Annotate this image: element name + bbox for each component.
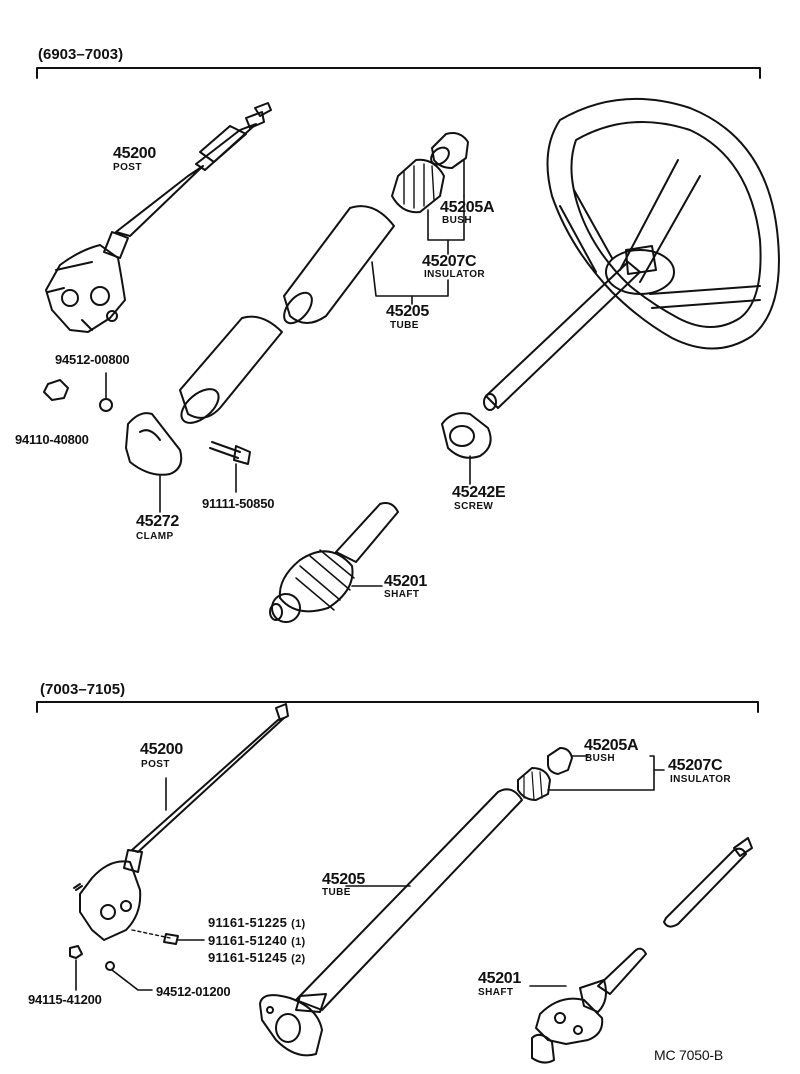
wheel-shaft bbox=[485, 261, 641, 409]
part-number-bush-2: 45205A bbox=[584, 737, 639, 754]
bush-45205a bbox=[431, 132, 469, 169]
insulator-45207c-section2 bbox=[517, 767, 551, 801]
part-number-bush: 45205A bbox=[440, 199, 495, 216]
part-number-nut: 94110-40800 bbox=[15, 432, 89, 447]
steering-wheel-drawing bbox=[483, 97, 780, 411]
part-number-bolt: 91111-50850 bbox=[202, 496, 275, 511]
part-name-shaft-2: SHAFT bbox=[478, 987, 514, 998]
part-number-insulator-2: 45207C bbox=[668, 757, 723, 774]
clamp-45272 bbox=[125, 412, 183, 476]
part-name-bush-2: BUSH bbox=[585, 753, 615, 764]
part-name-tube: TUBE bbox=[390, 320, 419, 331]
tube-45205-upper bbox=[283, 205, 395, 324]
part-number-shaft: 45201 bbox=[384, 573, 427, 590]
part-number-clamp: 45272 bbox=[136, 513, 179, 530]
shaft-45201-drawing bbox=[269, 502, 399, 623]
part-name-post: POST bbox=[113, 162, 142, 173]
part-name-clamp: CLAMP bbox=[136, 531, 174, 542]
nut-94115-41200 bbox=[69, 945, 83, 959]
tube-45205-section2 bbox=[259, 788, 523, 1057]
part-number-tube-2: 45205 bbox=[322, 871, 365, 888]
section-bracket-top bbox=[36, 67, 761, 79]
section-range-2: (7003–7105) bbox=[40, 681, 126, 698]
nut-94110-40800 bbox=[43, 379, 69, 401]
bolt-91111-50850 bbox=[209, 441, 251, 465]
part-number-screw-c: 91161-51245 (2) bbox=[208, 950, 306, 965]
part-name-tube-2: TUBE bbox=[322, 887, 351, 898]
part-number-screw-b: 91161-51240 (1) bbox=[208, 933, 306, 948]
part-number-nut-2: 94115-41200 bbox=[28, 992, 102, 1007]
shaft-45201-section2-drawing bbox=[531, 947, 647, 1064]
part-name-insulator-2: INSULATOR bbox=[670, 774, 732, 785]
part-number-screw-a: 91161-51225 (1) bbox=[208, 915, 306, 930]
part-number-washer-2: 94512-01200 bbox=[156, 984, 231, 999]
washer-94512-00800 bbox=[99, 398, 113, 412]
part-number-post: 45200 bbox=[113, 145, 156, 162]
post-45200-lower-drawing bbox=[73, 703, 289, 941]
part-number-insulator: 45207C bbox=[422, 253, 477, 270]
part-number-shaft-2: 45201 bbox=[478, 970, 521, 987]
part-name-bush: BUSH bbox=[442, 215, 472, 226]
part-number-tube: 45205 bbox=[386, 303, 429, 320]
shaft-upper-section2 bbox=[663, 847, 747, 928]
diagram-code: MC 7050-B bbox=[654, 1047, 724, 1063]
part-number-post-2: 45200 bbox=[140, 741, 183, 758]
tube-45205-lower bbox=[179, 315, 283, 419]
insulator-45207c bbox=[391, 158, 445, 214]
post-45200-drawing bbox=[45, 102, 272, 333]
part-name-shaft: SHAFT bbox=[384, 589, 420, 600]
part-name-insulator: INSULATOR bbox=[424, 269, 486, 280]
part-name-screw: SCREW bbox=[454, 501, 494, 512]
section-range-1: (6903–7003) bbox=[38, 46, 124, 63]
part-name-post-2: POST bbox=[141, 759, 170, 770]
section-bracket-bottom bbox=[36, 701, 759, 713]
part-number-screw: 45242E bbox=[452, 484, 506, 501]
screw-45242e bbox=[441, 412, 492, 459]
part-number-washer: 94512-00800 bbox=[55, 352, 130, 367]
washer-94512-01200 bbox=[105, 961, 115, 971]
bush-45205a-section2 bbox=[547, 747, 573, 775]
